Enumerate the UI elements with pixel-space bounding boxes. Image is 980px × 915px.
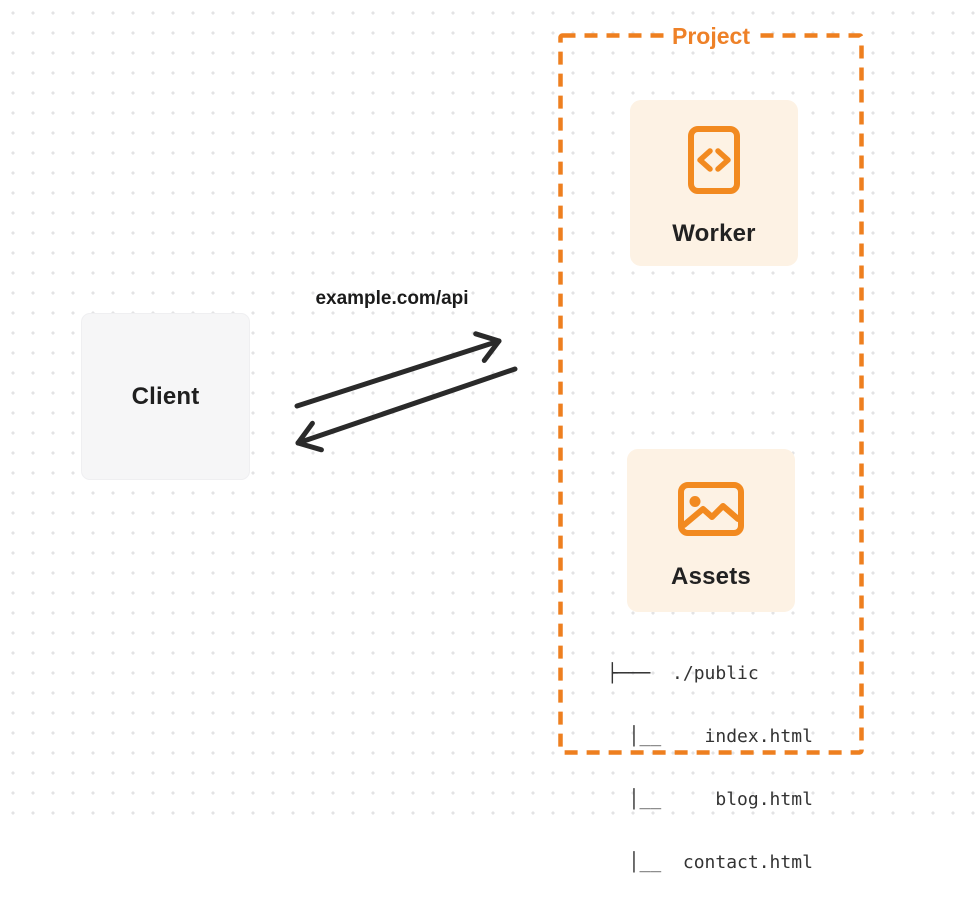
response-arrow: [295, 366, 518, 453]
request-url-label: example.com/api: [315, 288, 469, 309]
worker-node: Worker: [630, 100, 798, 266]
file-tree-line-root: ├─── ./public: [607, 663, 759, 684]
project-group: Project Worker Assets ├─── ./public │__ …: [558, 21, 864, 873]
worker-label: Worker: [672, 220, 756, 247]
client-label: Client: [131, 382, 200, 410]
project-label: Project: [667, 21, 755, 51]
assets-node: Assets: [627, 449, 795, 612]
file-tree-line-index: │__ index.html: [607, 726, 813, 747]
file-tree-line-contact: │__ contact.html: [607, 852, 813, 873]
file-tree: ├─── ./public │__ index.html │__ blog.ht…: [607, 621, 813, 915]
assets-label: Assets: [671, 563, 751, 590]
request-arrow: [294, 331, 502, 409]
client-node: Client: [81, 313, 250, 480]
file-tree-line-blog: │__ blog.html: [607, 789, 813, 810]
diagram-canvas: Client example.com/api Project Worker As…: [0, 0, 980, 873]
code-icon: [688, 126, 740, 194]
image-icon: [678, 482, 744, 536]
